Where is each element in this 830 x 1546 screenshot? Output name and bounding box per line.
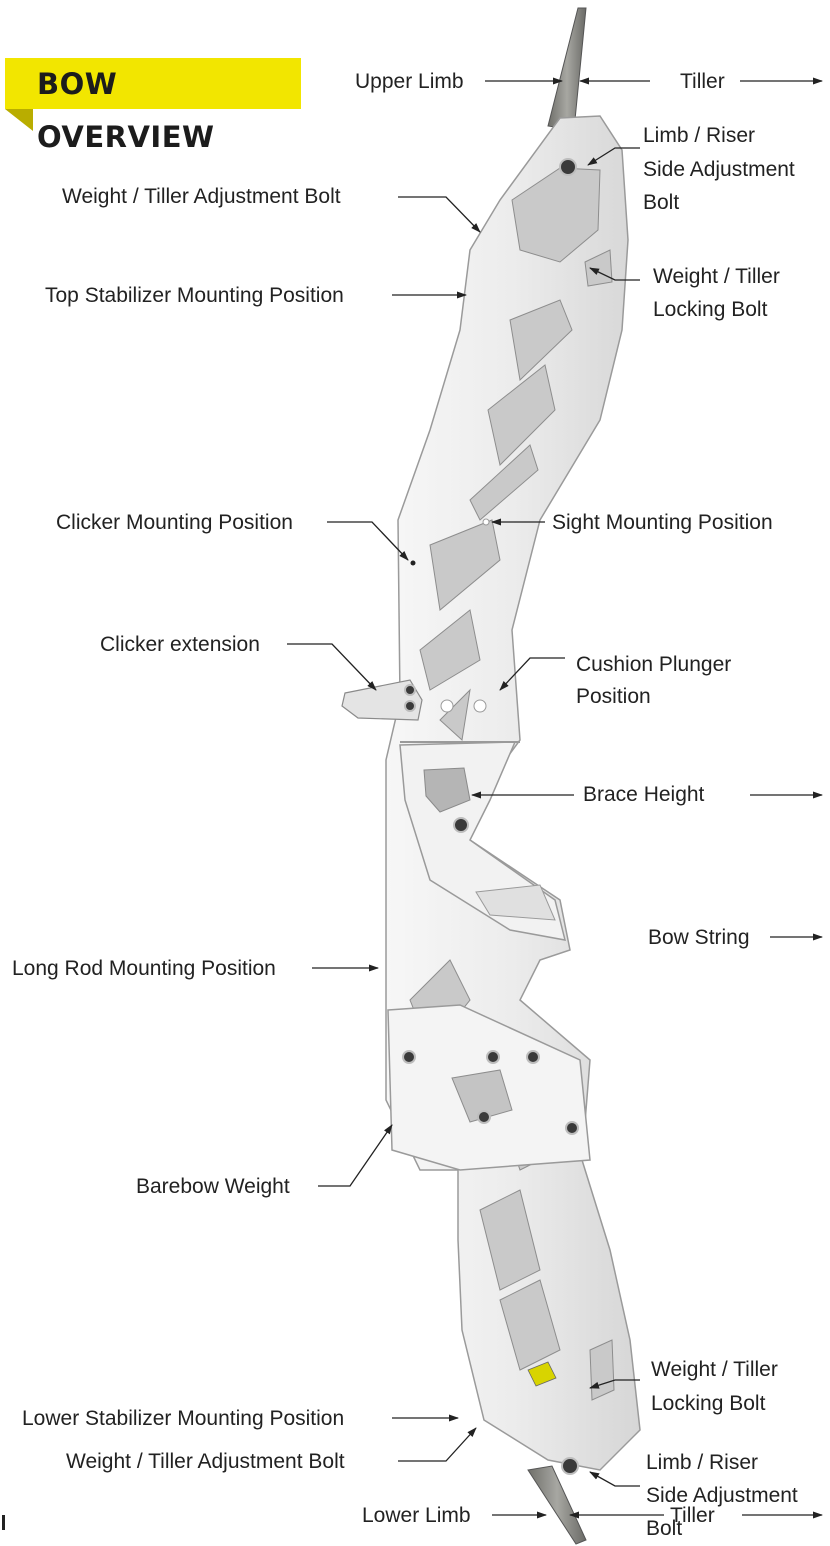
- clicker-extension-leader: [287, 644, 376, 690]
- label-limb-riser-top-1: Limb / Riser: [643, 123, 755, 148]
- label-top-stabilizer: Top Stabilizer Mounting Position: [45, 283, 344, 308]
- label-bow-string: Bow String: [648, 925, 750, 950]
- sight-hole: [483, 519, 489, 525]
- label-cushion-plunger-1: Cushion Plunger: [576, 652, 731, 677]
- label-limb-riser-bottom-1: Limb / Riser: [646, 1450, 758, 1475]
- label-weight-tiller-lock-bottom-2: Locking Bolt: [651, 1391, 765, 1416]
- label-weight-tiller-adj-bottom: Weight / Tiller Adjustment Bolt: [66, 1449, 345, 1474]
- label-long-rod: Long Rod Mounting Position: [12, 956, 276, 981]
- label-clicker-mounting: Clicker Mounting Position: [56, 510, 293, 535]
- label-limb-riser-top-2: Side Adjustment: [643, 157, 795, 182]
- weight-tiller-adj-top-leader: [398, 197, 480, 232]
- label-limb-riser-top-3: Bolt: [643, 190, 679, 215]
- plunger-hole-1: [441, 700, 453, 712]
- label-upper-limb: Upper Limb: [355, 69, 464, 94]
- upper-limb: [548, 8, 586, 130]
- label-tiller-top: Tiller: [680, 69, 725, 94]
- bolt-grip: [454, 818, 468, 832]
- label-limb-riser-bottom-2: Side Adjustment: [646, 1483, 798, 1508]
- plunger-hole-2: [474, 700, 486, 712]
- label-brace-height: Brace Height: [583, 782, 704, 807]
- barebow-weight-leader: [318, 1125, 392, 1186]
- label-lower-limb: Lower Limb: [362, 1503, 471, 1528]
- label-weight-tiller-adj-top: Weight / Tiller Adjustment Bolt: [62, 184, 341, 209]
- bolt-limb-riser-top: [560, 159, 576, 175]
- clicker-mounting-leader: [327, 522, 408, 560]
- label-tiller-bottom: Tiller: [670, 1503, 715, 1528]
- bolt-limb-riser-bottom: [562, 1458, 578, 1474]
- label-weight-tiller-lock-bottom-1: Weight / Tiller: [651, 1357, 778, 1382]
- label-cushion-plunger-2: Position: [576, 684, 651, 709]
- label-weight-tiller-lock-top-2: Locking Bolt: [653, 297, 767, 322]
- label-barebow-weight: Barebow Weight: [136, 1174, 290, 1199]
- lower-limb: [528, 1466, 586, 1544]
- label-sight-mounting: Sight Mounting Position: [552, 510, 773, 535]
- page-edge-mark: [2, 1515, 5, 1530]
- weight-tiller-adj-bottom-leader: [398, 1428, 476, 1461]
- label-weight-tiller-lock-top-1: Weight / Tiller: [653, 264, 780, 289]
- limb-riser-bottom-leader: [590, 1472, 640, 1486]
- clicker-hole: [411, 561, 416, 566]
- label-lower-stabilizer: Lower Stabilizer Mounting Position: [22, 1406, 344, 1431]
- label-clicker-extension: Clicker extension: [100, 632, 260, 657]
